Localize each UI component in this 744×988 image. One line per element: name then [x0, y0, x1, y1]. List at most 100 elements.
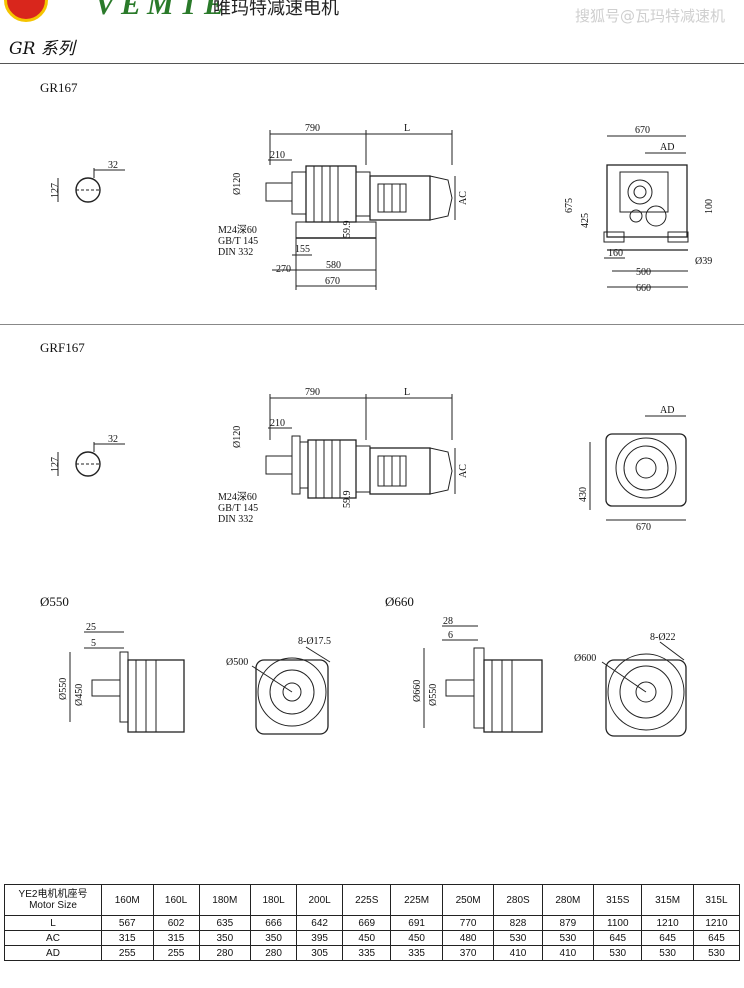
table-cell: 530 [493, 930, 543, 946]
table-header-row: YE2电机机座号 Motor Size 160M 160L 180M 180L … [4, 884, 741, 916]
table-cell: 370 [441, 945, 495, 961]
dim-8-22: 8-Ø22 [650, 632, 676, 643]
dim-500c: Ø500 [226, 657, 248, 668]
size-cell: 180L [250, 884, 298, 916]
gr167-side-view: 790 L 210 Ø120 AC M24深60 GB/T 145 DIN 33… [218, 123, 469, 290]
grf167-side-view: 790 L 210 Ø120 AC M24深60 GB/T 145 DIN 33… [218, 387, 469, 525]
series-title: GR 系列 [9, 39, 75, 59]
table-cell: 350 [250, 930, 298, 946]
table-cell: 770 [441, 915, 495, 931]
table-cell: 305 [296, 945, 344, 961]
dim-d120-b: Ø120 [232, 426, 243, 448]
dim-25: 25 [86, 622, 96, 633]
dim-450k6: Ø450 [74, 684, 85, 706]
dimension-table: YE2电机机座号 Motor Size 160M 160L 180M 180L … [4, 884, 741, 961]
row-label: AC [4, 930, 102, 946]
dim-155: 155 [295, 244, 310, 255]
section-label-flange550: Ø550 [40, 594, 69, 609]
table-cell: 410 [493, 945, 543, 961]
table-row-AC: AC 315 315 350 350 395 450 450 480 530 5… [4, 930, 741, 946]
size-cell: 200L [296, 884, 344, 916]
size-cell: 315M [641, 884, 694, 916]
dim-d120-a: Ø120 [232, 173, 243, 195]
dim-580: 580 [326, 260, 341, 271]
table-cell: 645 [641, 930, 694, 946]
dim-32-b: 32 [108, 434, 118, 445]
note-m24-a: M24深60 [218, 224, 257, 236]
dim-210-b: 210 [270, 418, 285, 429]
table-cell: 335 [390, 945, 443, 961]
table-cell: 255 [152, 945, 200, 961]
table-cell: 450 [390, 930, 443, 946]
table-cell: 530 [641, 945, 694, 961]
dim-500: 500 [636, 267, 651, 278]
table-cell: 645 [692, 930, 741, 946]
dim-550v: Ø550 [58, 678, 69, 700]
dim-59-9-b: 59.9 [342, 491, 353, 509]
size-cell: 315L [692, 884, 741, 916]
table-cell: 602 [152, 915, 200, 931]
table-header-label: YE2电机机座号 Motor Size [4, 884, 102, 916]
dim-59-9-a: 59.9 [342, 221, 353, 239]
table-cell: 450 [342, 930, 392, 946]
header-label-cn: YE2电机机座号 [18, 889, 88, 900]
size-cell: 225S [342, 884, 392, 916]
size-cell: 250M [441, 884, 495, 916]
brand-name: VEMTE [95, 0, 231, 21]
header-label-en: Motor Size [29, 900, 77, 911]
table-cell: 395 [296, 930, 344, 946]
table-cell: 666 [250, 915, 298, 931]
dim-L-b: L [404, 387, 410, 398]
table-cell: 1100 [593, 915, 643, 931]
table-cell: 691 [390, 915, 443, 931]
table-cell: 280 [250, 945, 298, 961]
table-cell: 255 [101, 945, 154, 961]
table-cell: 669 [342, 915, 392, 931]
note-din-b: DIN 332 [218, 514, 253, 525]
table-cell: 350 [198, 930, 252, 946]
drawing-frame [0, 63, 744, 988]
table-row-L: L 567 602 635 666 642 669 691 770 828 87… [4, 915, 741, 931]
table-cell: 410 [541, 945, 595, 961]
dim-670-c: 670 [636, 522, 651, 533]
table-cell: 480 [441, 930, 495, 946]
table-cell: 530 [692, 945, 741, 961]
table-cell: 530 [541, 930, 595, 946]
dim-425: 425 [580, 213, 591, 228]
dim-AD-b: AD [660, 405, 674, 416]
dim-100: 100 [704, 199, 715, 214]
section-label-gr167: GR167 [40, 80, 78, 95]
size-cell: 160L [152, 884, 200, 916]
size-cell: 225M [390, 884, 443, 916]
table-cell: 280 [198, 945, 252, 961]
dim-430: 430 [578, 487, 589, 502]
dim-AC-b: AC [458, 464, 469, 478]
dim-AD-a: AD [660, 142, 674, 153]
dim-550k6: Ø550 [428, 684, 439, 706]
section-label-flange660: Ø660 [385, 594, 414, 609]
dim-8-17-5: 8-Ø17.5 [298, 636, 331, 647]
dim-L-a: L [404, 123, 410, 134]
gr167-shaft-detail: 32 127 [50, 160, 125, 203]
watermark: 搜狐号@瓦玛特减速机 [575, 7, 726, 25]
size-cell: 280S [493, 884, 543, 916]
dim-127-b: 127 [50, 457, 61, 472]
table-cell: 828 [493, 915, 543, 931]
dim-28: 28 [443, 616, 453, 627]
dim-600: Ø600 [574, 653, 596, 664]
size-cell: 160M [101, 884, 154, 916]
dim-270: 270 [276, 264, 291, 275]
brand-name-cn: 唯玛特减速电机 [213, 0, 339, 19]
flange550-end-view: 8-Ø17.5 Ø500 [226, 636, 331, 735]
section-label-grf167: GRF167 [40, 340, 85, 355]
gr167-end-view: 670 AD 675 425 100 160 500 Ø39 660 [564, 125, 715, 294]
dim-660v: Ø660 [412, 680, 423, 702]
flange550-side-view: 25 5 Ø550 Ø450 [58, 622, 185, 733]
table-cell: 315 [152, 930, 200, 946]
row-label: L [4, 915, 102, 931]
dim-790-a: 790 [305, 123, 320, 134]
table-cell: 315 [101, 930, 154, 946]
dim-127-a: 127 [50, 183, 61, 198]
size-cell: 315S [593, 884, 643, 916]
dim-32-a: 32 [108, 160, 118, 171]
